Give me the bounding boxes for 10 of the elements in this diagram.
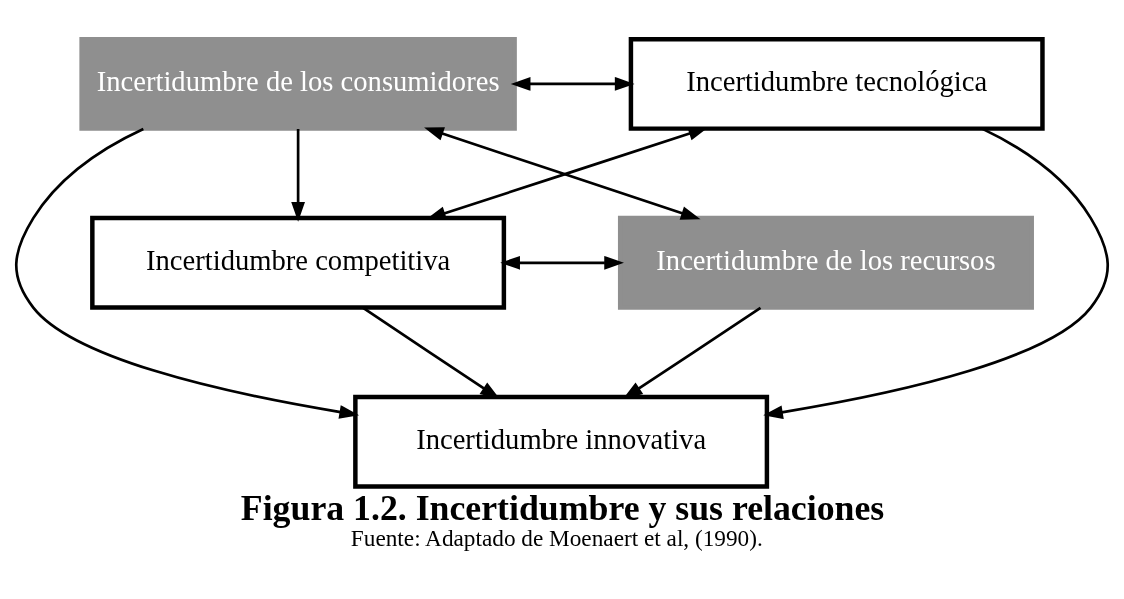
node-box: Incertidumbre tecnológica [628,36,1045,131]
arrow [510,77,635,91]
arrow [763,127,1109,419]
node-box: Incertidumbre competitiva [90,215,507,310]
node-box: Incertidumbre de los consumidores [79,36,517,131]
node-box: Incertidumbre de los recursos [617,215,1034,310]
node-box: Incertidumbre innovativa [353,394,770,489]
arrow [291,129,305,222]
arrow [500,255,624,270]
arrow [15,127,360,419]
